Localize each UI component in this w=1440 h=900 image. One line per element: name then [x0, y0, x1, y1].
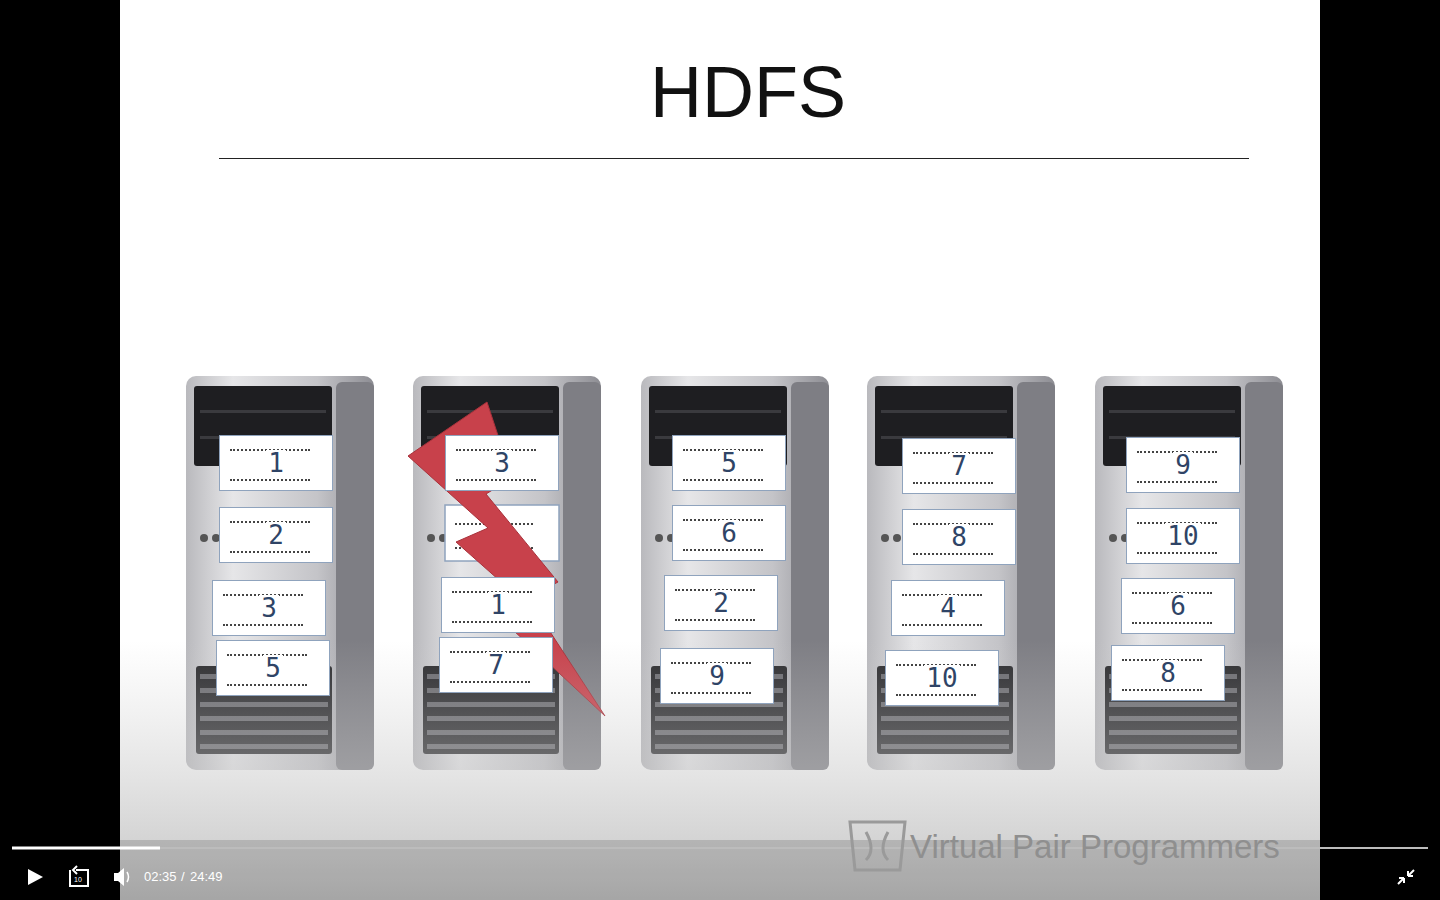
block-number: 5	[263, 655, 283, 681]
data-block-card: 3	[445, 435, 559, 491]
watermark: Virtual Pair Programmers	[910, 829, 1280, 865]
dotted-line	[675, 619, 755, 621]
dotted-line	[450, 681, 530, 683]
block-number: 3	[259, 595, 279, 621]
dotted-line	[227, 684, 307, 686]
dotted-line	[896, 694, 976, 696]
data-block-card: 7	[902, 438, 1016, 494]
dotted-line	[1137, 552, 1217, 554]
block-number: 8	[949, 524, 969, 550]
data-block-card: 8	[1111, 645, 1225, 701]
block-number: 9	[1173, 452, 1193, 478]
dotted-line	[223, 624, 303, 626]
block-number: 8	[1158, 660, 1178, 686]
dotted-line	[230, 479, 310, 481]
block-number: 1	[488, 592, 508, 618]
data-block-card: 9	[660, 648, 774, 704]
data-block-card: 9	[1126, 437, 1240, 493]
data-block-card: 3	[212, 580, 326, 636]
data-block-card: 5	[216, 640, 330, 696]
data-block-card: 6	[672, 505, 786, 561]
block-number: 3	[492, 450, 512, 476]
data-block-card: 10	[1126, 508, 1240, 564]
block-number: 7	[486, 652, 506, 678]
data-block-card: 10	[885, 650, 999, 706]
dotted-line	[913, 482, 993, 484]
dotted-line	[456, 479, 536, 481]
time-separator: /	[181, 870, 185, 884]
block-number: 2	[711, 590, 731, 616]
data-block-card: 5	[672, 435, 786, 491]
data-block-card: 6	[1121, 578, 1235, 634]
block-number: 4	[938, 595, 958, 621]
dotted-line	[671, 692, 751, 694]
dotted-line	[683, 549, 763, 551]
dotted-line	[1137, 481, 1217, 483]
data-block-card: 4	[891, 580, 1005, 636]
data-block-card: 2	[219, 507, 333, 563]
block-number: 5	[719, 450, 739, 476]
block-number: 7	[949, 453, 969, 479]
block-number: 6	[719, 520, 739, 546]
data-block-card: 1	[219, 435, 333, 491]
data-block-card: 7	[439, 637, 553, 693]
skip-seconds: 10	[74, 876, 82, 884]
block-number: 2	[266, 522, 286, 548]
dotted-line	[913, 553, 993, 555]
dotted-line	[683, 479, 763, 481]
time-total: 24:49	[190, 870, 223, 884]
block-number: 9	[707, 663, 727, 689]
dotted-line	[1122, 689, 1202, 691]
block-number: 6	[1168, 593, 1188, 619]
block-number: 10	[1165, 523, 1200, 549]
dotted-line	[230, 551, 310, 553]
time-current: 02:35	[144, 870, 177, 884]
data-block-card: 8	[902, 509, 1016, 565]
block-number: 1	[266, 450, 286, 476]
dotted-line	[902, 624, 982, 626]
dotted-line	[452, 621, 532, 623]
block-number: 10	[924, 665, 959, 691]
dotted-line	[1132, 622, 1212, 624]
data-block-card: 2	[664, 575, 778, 631]
data-block-card: 1	[441, 577, 555, 633]
slide-title: HDFS	[120, 56, 1376, 128]
